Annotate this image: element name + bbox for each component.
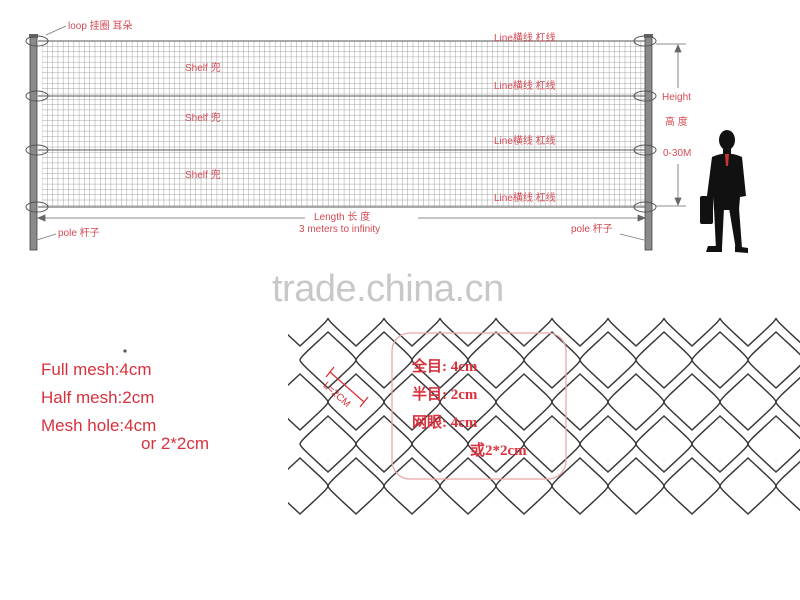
mesh-cell xyxy=(439,318,497,348)
mesh-cell xyxy=(691,330,749,390)
mesh-cell xyxy=(411,414,469,474)
mesh-cell xyxy=(607,456,665,516)
pole-right-leader xyxy=(619,233,645,241)
mesh-cell xyxy=(383,372,441,432)
mesh-cell xyxy=(355,414,413,474)
height-range: 0-30M xyxy=(663,148,692,159)
length-range: 3 meters to infinity xyxy=(299,224,381,235)
pole-left-label: pole 杆子 xyxy=(58,228,100,239)
mesh-cell xyxy=(383,456,441,516)
line-label-3: Line横线 杠线 xyxy=(494,136,556,147)
spec-half-mesh-cn: 半目: 2cm xyxy=(412,387,478,403)
shelf-label-1: Shelf 兜 xyxy=(185,63,221,74)
shelf-label-3: Shelf 兜 xyxy=(185,170,221,181)
line-label-2: Line横线 杠线 xyxy=(494,81,556,92)
mesh-cell xyxy=(719,318,777,348)
spec-mesh-hole-alt-en: or 2*2cm xyxy=(141,434,210,453)
diamond-mesh xyxy=(288,318,800,516)
mesh-cell xyxy=(327,372,385,432)
mesh-cell xyxy=(719,456,777,516)
loop-right-2 xyxy=(633,90,657,102)
mesh-cell xyxy=(635,330,693,390)
net-grid xyxy=(42,41,646,207)
shelf-label-2: Shelf 兜 xyxy=(185,113,221,124)
mesh-cell xyxy=(663,372,721,432)
half-mesh-dimension-marker xyxy=(325,366,369,408)
spec-mesh-hole-cn: 网眼: 4cm xyxy=(412,415,478,431)
mesh-cell xyxy=(355,330,413,390)
spec-mesh-hole-alt-cn: 或2*2cm xyxy=(470,443,527,459)
mesh-cell xyxy=(551,318,609,348)
loop-label: loop 挂圈 耳朵 xyxy=(68,21,133,32)
line-ropes xyxy=(38,40,650,208)
mesh-cell xyxy=(523,414,581,474)
mesh-cell xyxy=(775,318,800,344)
mesh-cell xyxy=(607,318,665,348)
mesh-cell xyxy=(288,318,329,348)
spec-full-mesh-en: Full mesh:4cm xyxy=(41,360,152,379)
pole-left-leader xyxy=(36,233,57,241)
loop-left-1 xyxy=(25,35,49,47)
spec-half-mesh-en: Half mesh:2cm xyxy=(41,388,155,407)
mesh-cell xyxy=(495,456,553,516)
pole-left xyxy=(29,35,38,251)
mesh-cell xyxy=(635,414,693,474)
mesh-cell xyxy=(579,330,637,390)
loop-right-3 xyxy=(633,144,657,156)
mesh-cell xyxy=(299,414,357,474)
mesh-cell xyxy=(439,372,497,432)
businessman-silhouette xyxy=(700,130,748,253)
length-label: Length 长 度 xyxy=(314,212,371,223)
mesh-cell xyxy=(467,330,525,390)
mesh-cell xyxy=(551,372,609,432)
loops xyxy=(25,35,657,213)
spec-full-mesh-cn: 全目: 4cm xyxy=(412,359,478,375)
mesh-cell xyxy=(383,318,441,348)
loop-left-3 xyxy=(25,144,49,156)
mesh-cell xyxy=(299,330,357,390)
mesh-cell xyxy=(747,330,800,390)
mesh-cell xyxy=(747,414,800,474)
line-label-4: Line横线 杠线 xyxy=(494,193,556,204)
mesh-cell xyxy=(663,456,721,516)
mesh-cell xyxy=(495,372,553,432)
spec-mesh-hole-en: Mesh hole:4cm xyxy=(41,416,157,435)
mesh-cell xyxy=(288,372,329,432)
mesh-cell xyxy=(719,372,777,432)
pole-right-label: pole 杆子 xyxy=(571,224,613,235)
mesh-cell xyxy=(467,414,525,474)
watermark: trade.china.cn xyxy=(272,268,504,310)
mesh-cell xyxy=(691,414,749,474)
mesh-cell xyxy=(663,318,721,348)
mesh-cell xyxy=(495,318,553,348)
loop-right-4 xyxy=(633,201,657,213)
length-dimension-arrow xyxy=(36,214,647,222)
line-label-1: Line横线 杠线 xyxy=(494,33,556,44)
mesh-cell xyxy=(579,414,637,474)
spec-highlight-box xyxy=(391,332,567,480)
mesh-cell xyxy=(288,456,329,516)
mesh-cell xyxy=(439,456,497,516)
height-label-cn: 高 度 xyxy=(665,117,688,128)
loop-leader xyxy=(45,25,67,36)
mesh-cell xyxy=(327,318,385,348)
height-label-en: Height xyxy=(662,92,691,103)
mesh-cell xyxy=(411,330,469,390)
loop-left-4 xyxy=(25,201,49,213)
mesh-cell xyxy=(523,330,581,390)
mesh-cell xyxy=(327,456,385,516)
loop-right-1 xyxy=(633,35,657,47)
pole-right xyxy=(644,35,653,251)
mesh-cell xyxy=(607,372,665,432)
spec-dot xyxy=(123,349,127,353)
loop-left-2 xyxy=(25,90,49,102)
mesh-cell xyxy=(775,376,800,428)
mesh-cell xyxy=(551,456,609,516)
mesh-cell xyxy=(775,460,800,512)
height-dimension-arrow xyxy=(656,43,686,207)
